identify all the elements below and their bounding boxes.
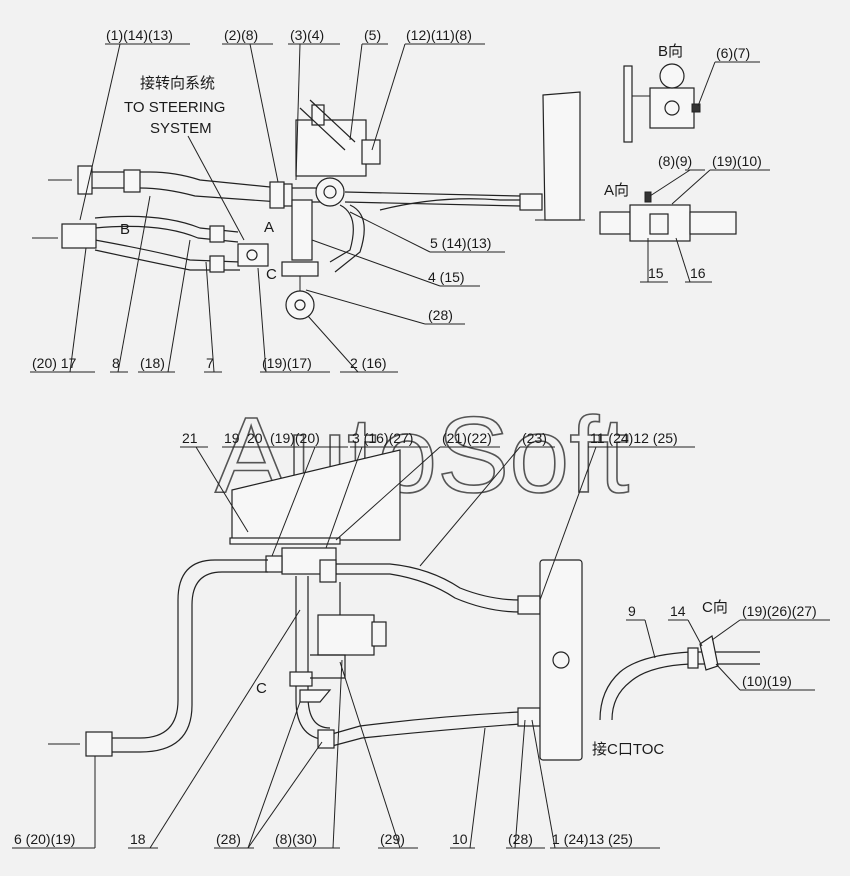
valve-17 <box>61 223 97 249</box>
note-view-b: B向 <box>658 43 683 60</box>
leader-lines <box>12 43 830 849</box>
pump-5 <box>295 119 367 177</box>
pipe-18 <box>295 576 331 741</box>
pipe-4 <box>291 199 313 261</box>
callout-2-8: (2)(8) <box>224 27 258 43</box>
top-assembly <box>32 91 585 320</box>
callout-20-17: (20) 17 <box>32 355 77 371</box>
callout-19-17: (19)(17) <box>262 355 312 371</box>
callout-7: 7 <box>206 355 214 371</box>
note-steering-en-1: TO STEERING <box>124 99 225 116</box>
note-view-c: C向 <box>702 599 728 616</box>
view-c-detail <box>599 635 760 721</box>
note-arrow-a: A <box>264 219 274 236</box>
callout-21-22: (21)(22) <box>442 430 492 446</box>
callout-18-top: (18) <box>140 355 165 371</box>
hose-8 <box>94 215 239 233</box>
callout-28-top: (28) <box>428 307 453 323</box>
main-assembly <box>48 449 583 761</box>
callout-2-16: 2 (16) <box>350 355 387 371</box>
return-pipe <box>344 191 521 197</box>
view-b-detail <box>623 63 701 143</box>
hose-23 <box>336 563 521 601</box>
hose-7 <box>94 239 241 263</box>
callout-19-10: (19)(10) <box>712 153 762 169</box>
callout-19-26-27: (19)(26)(27) <box>742 603 817 619</box>
callout-5-14-13: 5 (14)(13) <box>430 235 491 251</box>
callout-15: 15 <box>648 265 664 281</box>
callout-3-16-27: 3 (16)(27) <box>352 430 413 446</box>
callout-28-right: (28) <box>508 831 533 847</box>
callout-8: 8 <box>112 355 120 371</box>
callout-8-30: (8)(30) <box>275 831 317 847</box>
callout-1-24-13-25: 1 (24)13 (25) <box>552 831 633 847</box>
note-arrow-c-bottom: C <box>256 680 267 697</box>
callout-10-19: (10)(19) <box>742 673 792 689</box>
callout-29: (29) <box>380 831 405 847</box>
callout-28-left: (28) <box>216 831 241 847</box>
callout-19: 19 <box>224 430 240 446</box>
tank-top <box>542 91 581 221</box>
filter-c <box>281 261 319 277</box>
callout-11-24-12-25: 11 (24)12 (25) <box>590 430 678 446</box>
callout-8-9: (8)(9) <box>658 153 692 169</box>
callout-19-20: (19)(20) <box>270 430 320 446</box>
note-view-a: A向 <box>604 182 629 199</box>
callout-21: 21 <box>182 430 198 446</box>
callout-16: 16 <box>690 265 706 281</box>
callout-18: 18 <box>130 831 146 847</box>
note-to-c-port: 接C口TOC <box>592 741 664 758</box>
callout-14: 14 <box>670 603 686 619</box>
clamp-14 <box>699 635 719 671</box>
fitting-6 <box>85 731 113 757</box>
callout-3-4: (3)(4) <box>290 27 324 43</box>
note-steering-en-2: SYSTEM <box>150 120 212 137</box>
callout-4-15: 4 (15) <box>428 269 465 285</box>
hose-6 <box>110 559 268 739</box>
note-steering-cn: 接转向系统 <box>140 75 215 92</box>
tank-21 <box>231 449 401 541</box>
labels: 接转向系统 TO STEERING SYSTEM B向 A向 C向 A B C … <box>14 27 817 847</box>
pipe-fitting-left <box>77 165 93 195</box>
callout-12-11-8: (12)(11)(8) <box>406 27 472 43</box>
note-arrow-b: B <box>120 221 130 238</box>
callout-10: 10 <box>452 831 468 847</box>
view-a-detail <box>599 191 737 242</box>
callout-6-20-19: 6 (20)(19) <box>14 831 75 847</box>
hose-10 <box>331 711 521 735</box>
upper-pipe <box>88 171 330 189</box>
motor-12-11-8 <box>361 139 381 165</box>
callout-5: (5) <box>364 27 381 43</box>
callout-9: 9 <box>628 603 636 619</box>
callout-1-14-13: (1)(14)(13) <box>106 27 173 43</box>
flange-2-8 <box>269 181 285 209</box>
callout-23: (23) <box>522 430 547 446</box>
motor-29 <box>317 614 375 656</box>
callout-6-7: (6)(7) <box>716 45 750 61</box>
note-arrow-c-top: C <box>266 266 277 283</box>
hose-9 <box>599 651 760 721</box>
callout-20: 20 <box>247 430 263 446</box>
